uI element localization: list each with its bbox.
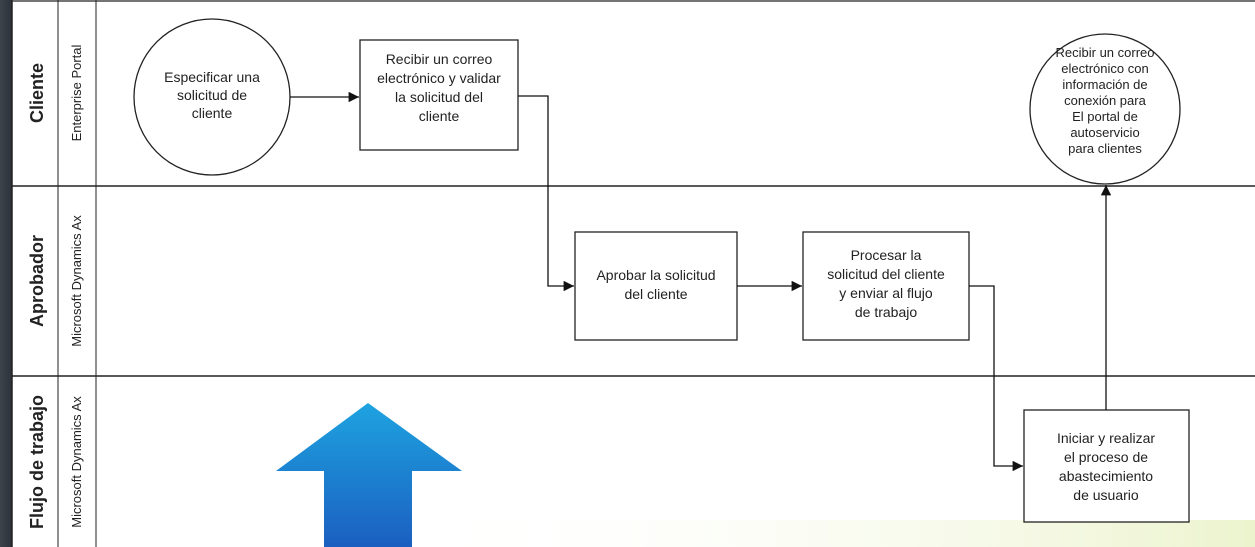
label-line: y enviar al flujo (839, 285, 933, 301)
label-aprobar: Aprobar la solicitud del cliente (596, 267, 715, 302)
label-line: solicitud del cliente (827, 266, 945, 282)
label-line: para clientes (1068, 141, 1142, 156)
task-approve (574, 231, 738, 341)
up-arrow-icon (276, 403, 462, 547)
task-process (802, 231, 970, 341)
label-line: de trabajo (855, 304, 917, 320)
lane-title-cliente: Cliente (27, 63, 47, 123)
label-line: cliente (419, 108, 460, 124)
label-abastecimiento: Iniciar y realizar el proceso de abastecim… (1057, 430, 1155, 503)
lane-title-flujo: Flujo de trabajo (27, 395, 47, 529)
lane-system-cliente: Enterprise Portal (69, 44, 84, 141)
lane-system-aprobador: Microsoft Dynamics Ax (69, 215, 84, 347)
connector-arrow (518, 95, 574, 292)
label-line: Aprobar la solicitud (596, 267, 715, 283)
label-line: la solicitud del (395, 89, 483, 105)
lane-system-flujo: Microsoft Dynamics Ax (69, 396, 84, 528)
label-line: Especificar una (164, 69, 260, 85)
lane-title-aprobador: Aprobador (27, 235, 47, 327)
label-line: abastecimiento (1059, 468, 1153, 484)
label-line: electrónico y validar (377, 70, 501, 86)
label-line: del cliente (624, 286, 687, 302)
connector-arrow (969, 285, 1023, 472)
label-line: Recibir un correo (386, 51, 493, 67)
label-recibir-validar: Recibir un correo electrónico y validar la… (377, 51, 501, 124)
label-line: Recibir un correo (1056, 45, 1155, 60)
label-line: el proceso de (1064, 449, 1148, 465)
task-receive-validate (359, 39, 519, 151)
bottom-glow (400, 520, 1255, 547)
label-line: El portal de (1072, 109, 1138, 124)
label-line: autoservicio (1070, 125, 1139, 140)
label-line: solicitud de (177, 87, 247, 103)
label-procesar: Procesar la solicitud del cliente y enviar… (827, 247, 945, 320)
label-line: Iniciar y realizar (1057, 430, 1155, 446)
label-line: conexión para (1064, 93, 1146, 108)
label-line: Procesar la (851, 247, 922, 263)
label-line: electrónico con (1061, 61, 1148, 76)
label-especificar: Especificar una solicitud de cliente (164, 69, 260, 121)
end-event-circle (1029, 33, 1181, 185)
label-line: información de (1062, 77, 1147, 92)
label-line: cliente (192, 105, 233, 121)
label-line: de usuario (1073, 487, 1139, 503)
task-provision (1023, 409, 1190, 523)
